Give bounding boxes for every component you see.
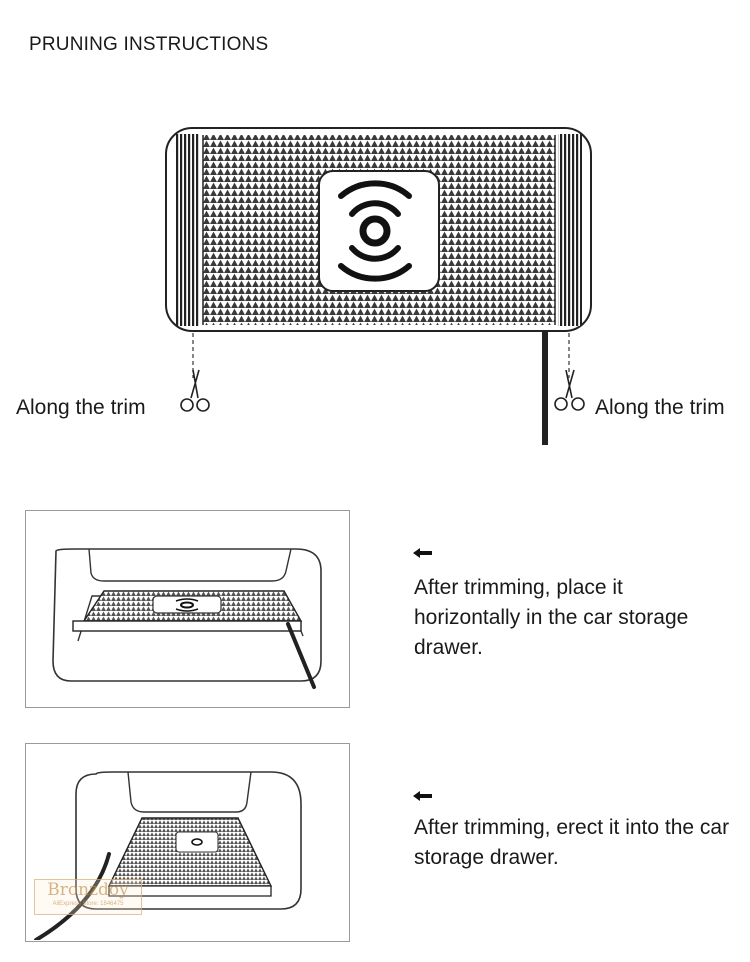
step-caption: After trimming, place it horizontally in… bbox=[414, 576, 689, 659]
left-grip-stripes bbox=[176, 134, 200, 326]
page-title: PRUNING INSTRUCTIONS bbox=[29, 34, 269, 55]
trim-label-right: Along the trim bbox=[595, 396, 725, 419]
wireless-charging-icon bbox=[318, 170, 440, 292]
right-grip-stripes bbox=[558, 134, 582, 326]
charging-pad-illustration bbox=[165, 127, 592, 445]
horizontal-placement-illustration bbox=[25, 510, 350, 708]
scissors-icon bbox=[180, 369, 210, 412]
step-caption: After trimming, erect it into the car st… bbox=[414, 816, 730, 869]
watermark-subtitle: AliExpress Store: 1846475 bbox=[52, 901, 124, 907]
watermark-brand: Bronzdoy bbox=[47, 880, 129, 900]
left-arrow-icon bbox=[412, 547, 434, 559]
scissors-icon bbox=[554, 369, 585, 411]
upright-placement-illustration: Bronzdoy AliExpress Store: 1846475 bbox=[25, 743, 350, 942]
trim-label-left: Along the trim bbox=[16, 396, 146, 419]
watermark: Bronzdoy AliExpress Store: 1846475 bbox=[34, 879, 142, 915]
left-arrow-icon bbox=[412, 790, 434, 802]
